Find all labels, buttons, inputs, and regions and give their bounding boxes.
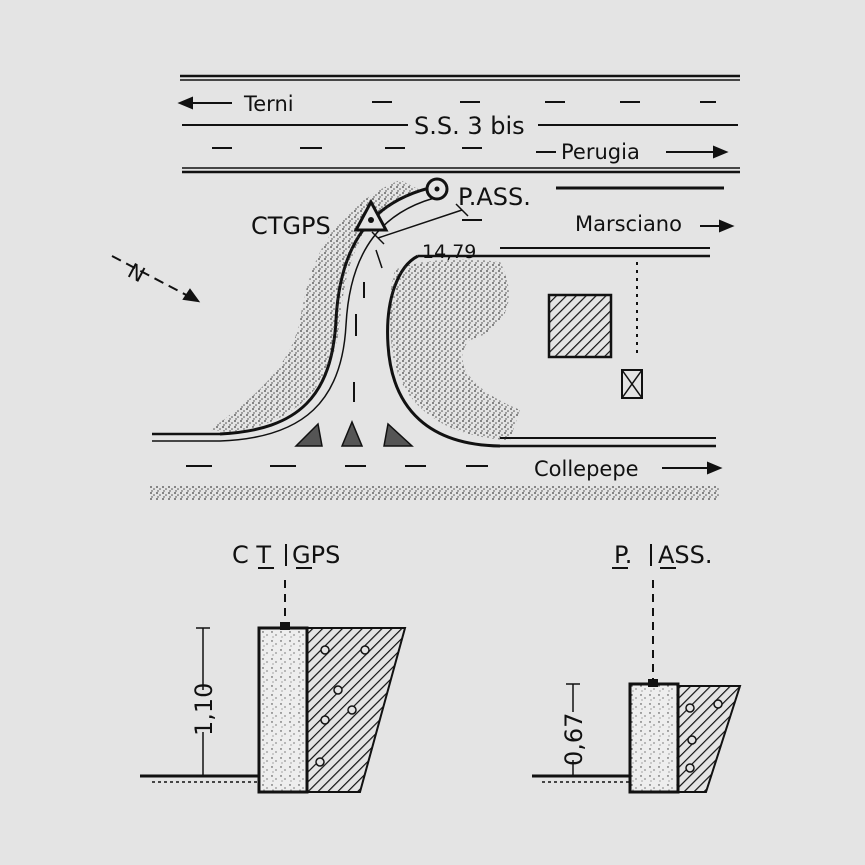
main-road — [180, 74, 740, 174]
north-arrow — [111, 255, 201, 303]
benchmark-ctgps-symbol — [353, 198, 389, 232]
section-ctgps-label-left: C T — [232, 541, 271, 569]
traffic-islands — [294, 420, 414, 447]
vegetation — [150, 180, 720, 500]
section-ctgps-label-right: GPS — [292, 541, 340, 569]
direction-marsciano-label: Marsciano — [575, 212, 682, 236]
distance-dimension — [371, 203, 469, 269]
section-ctgps-height: 1,10 — [190, 683, 218, 736]
section-pass-height: 0,67 — [560, 713, 588, 766]
section-ctgps-pillar — [257, 626, 309, 794]
plan-view: N S.S. 3 bis Terni Perugia Marsciano Col… — [111, 74, 740, 500]
section-pass-pillar — [628, 682, 680, 794]
distance-label: 14,79 — [422, 241, 476, 263]
section-pass-label-left: P. — [614, 541, 632, 569]
direction-terni-label: Terni — [243, 92, 294, 116]
benchmark-pass-label: P.ASS. — [458, 183, 531, 211]
direction-collepepe-label: Collepepe — [534, 457, 639, 481]
benchmark-pass-symbol — [425, 177, 449, 201]
building — [547, 262, 643, 399]
benchmark-ctgps-label: CTGPS — [251, 212, 331, 240]
direction-perugia-label: Perugia — [561, 140, 640, 164]
section-ctgps: C T GPS 1,10 — [140, 541, 407, 794]
section-pass-label-right: ASS. — [658, 541, 713, 569]
road-name-label: S.S. 3 bis — [414, 112, 525, 140]
section-pass: P. ASS. 0,67 — [532, 541, 742, 794]
direction-arrows — [177, 96, 735, 475]
